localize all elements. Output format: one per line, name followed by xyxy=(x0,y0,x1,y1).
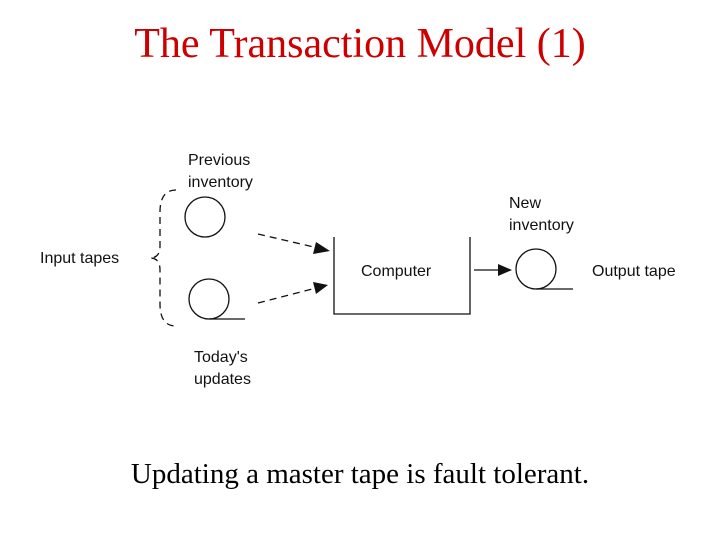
arrow-computer-to-output-head xyxy=(498,264,512,276)
previous-inventory-tape xyxy=(184,196,226,238)
output-tape-label: Output tape xyxy=(592,263,676,280)
new-inventory-label-line2: inventory xyxy=(509,217,574,234)
todays-updates-label-line1: Today's xyxy=(194,349,248,366)
todays-updates-tape-reel xyxy=(188,278,230,320)
computer-box xyxy=(333,237,471,315)
computer-label: Computer xyxy=(361,263,432,280)
previous-inventory-tape-reel xyxy=(184,196,226,238)
input-tapes-label: Input tapes xyxy=(40,250,119,267)
arrow-updates-to-computer-head xyxy=(313,282,328,294)
todays-updates-label-line2: updates xyxy=(194,371,251,388)
arrow-previous-to-computer-head xyxy=(313,242,330,254)
slide-title: The Transaction Model (1) xyxy=(134,21,586,67)
output-tape xyxy=(515,248,573,290)
arrow-updates-to-computer xyxy=(257,287,317,304)
todays-updates-tape xyxy=(188,278,245,320)
previous-inventory-label-line2: inventory xyxy=(188,174,253,191)
slide-caption: Updating a master tape is fault tolerant… xyxy=(130,458,590,490)
output-tape-reel xyxy=(515,248,557,290)
input-tapes-brace xyxy=(149,189,177,327)
new-inventory-label-line1: New xyxy=(509,195,541,212)
previous-inventory-label-line1: Previous xyxy=(188,152,250,169)
arrow-previous-to-computer xyxy=(257,233,319,249)
